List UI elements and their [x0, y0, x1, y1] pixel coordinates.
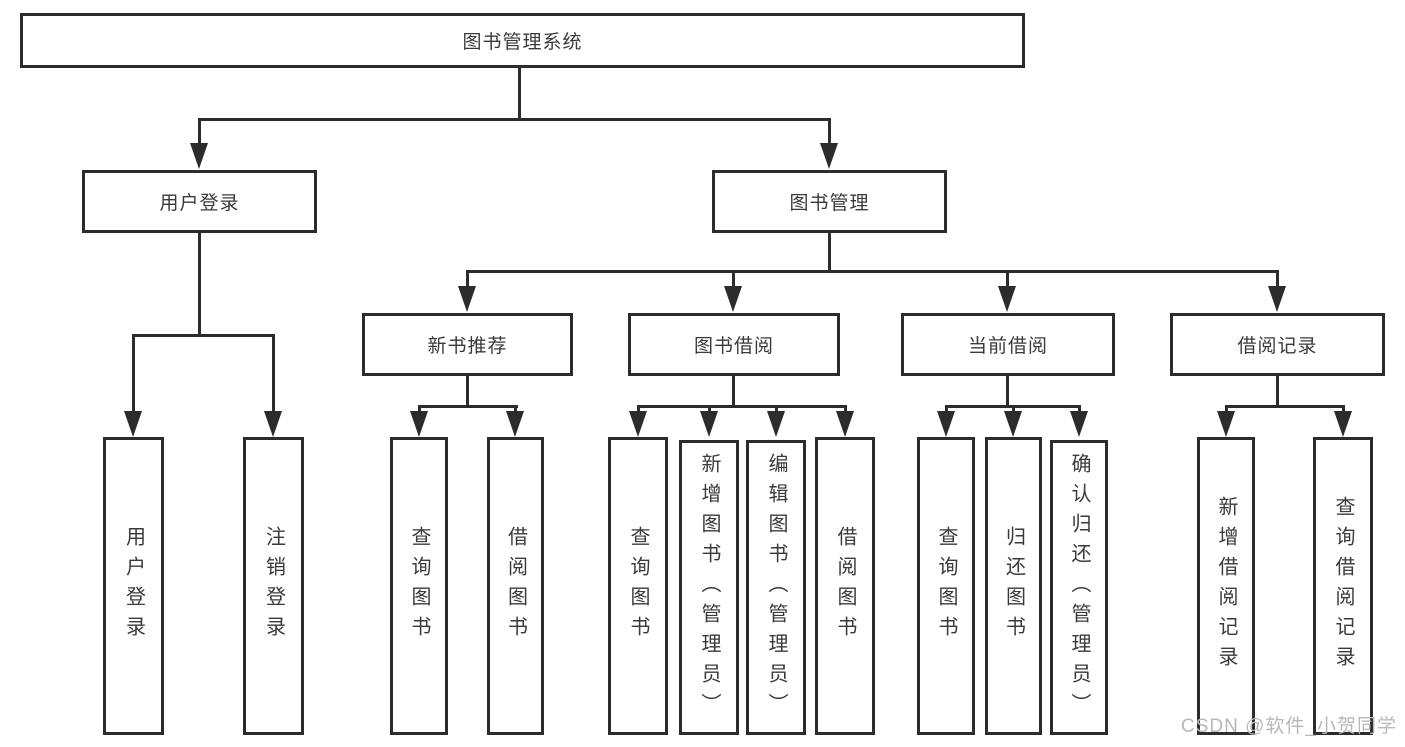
- connector-line: [732, 376, 735, 408]
- connector-line: [132, 334, 135, 414]
- leaf-edit-books-admin: 编辑图书（管理员）: [746, 440, 806, 735]
- node-label: 查询借阅记录: [1332, 496, 1354, 676]
- leaf-add-borrow-record: 新增借阅记录: [1197, 437, 1255, 735]
- leaf-return-books: 归还图书: [985, 437, 1042, 735]
- arrowhead-down: [700, 411, 718, 437]
- leaf-query-books-2: 查询图书: [608, 437, 668, 735]
- node-new-book-recommendation: 新书推荐: [362, 313, 573, 376]
- arrowhead-down: [1268, 286, 1286, 312]
- node-label: 图书管理: [789, 193, 870, 214]
- connector-line: [198, 118, 831, 121]
- arrowhead-down: [458, 286, 476, 312]
- node-label: 新书推荐: [427, 336, 508, 357]
- leaf-add-books-admin: 新增图书（管理员）: [679, 440, 739, 735]
- node-label: 查询图书: [408, 526, 430, 646]
- arrowhead-down: [629, 411, 647, 437]
- leaf-query-borrow-record: 查询借阅记录: [1313, 437, 1373, 735]
- node-library-management-system: 图书管理系统: [20, 13, 1025, 68]
- node-label: 新增借阅记录: [1215, 496, 1237, 676]
- arrowhead-down: [1217, 411, 1235, 437]
- connector-line: [1276, 270, 1279, 290]
- connector-line: [1276, 376, 1279, 408]
- node-label: 图书借阅: [693, 336, 774, 357]
- arrowhead-down: [724, 286, 742, 312]
- connector-line: [1006, 376, 1009, 408]
- connector-line: [198, 233, 201, 337]
- leaf-confirm-return-admin: 确认归还（管理员）: [1050, 440, 1108, 735]
- node-user-login: 用户登录: [82, 170, 317, 233]
- leaf-borrow-books-2: 借阅图书: [815, 437, 875, 735]
- connector-line: [198, 118, 201, 146]
- node-label: 当前借阅: [967, 336, 1048, 357]
- connector-line: [828, 233, 831, 273]
- leaf-user-login: 用户登录: [103, 437, 164, 735]
- node-label: 借阅图书: [504, 526, 527, 646]
- connector-line: [466, 270, 1279, 273]
- node-label: 借阅图书: [834, 526, 856, 646]
- csdn-watermark: CSDN @软件_小贺同学: [1181, 716, 1397, 737]
- node-label: 用户登录: [122, 526, 145, 646]
- connector-line: [466, 376, 469, 408]
- arrowhead-down: [264, 411, 282, 437]
- connector-line: [828, 118, 831, 146]
- connector-line: [132, 334, 275, 337]
- leaf-query-books-1: 查询图书: [390, 437, 448, 735]
- node-label: 编辑图书（管理员）: [765, 452, 787, 723]
- connector-line: [272, 334, 275, 414]
- arrowhead-down: [836, 411, 854, 437]
- node-label: 借阅记录: [1237, 336, 1318, 357]
- arrowhead-down: [410, 411, 428, 437]
- arrowhead-down: [506, 411, 524, 437]
- connector-line: [637, 405, 847, 408]
- connector-line: [466, 270, 469, 290]
- connector-line: [1225, 405, 1345, 408]
- node-label: 查询图书: [935, 526, 957, 646]
- node-label: 查询图书: [627, 526, 649, 646]
- connector-line: [418, 405, 518, 408]
- node-label: 图书管理系统: [462, 32, 583, 53]
- node-borrowing-records: 借阅记录: [1170, 313, 1385, 376]
- arrowhead-down: [937, 411, 955, 437]
- connector-line: [518, 66, 521, 121]
- node-label: 用户登录: [159, 193, 240, 214]
- arrowhead-down: [998, 286, 1016, 312]
- node-current-borrowing: 当前借阅: [901, 313, 1115, 376]
- node-book-management: 图书管理: [712, 170, 947, 233]
- arrowhead-down: [124, 411, 142, 437]
- connector-line: [732, 270, 735, 290]
- arrowhead-down: [1004, 411, 1022, 437]
- arrowhead-down: [820, 143, 838, 169]
- arrowhead-down: [1334, 411, 1352, 437]
- connector-line: [1006, 270, 1009, 290]
- node-label: 注销登录: [262, 526, 285, 646]
- leaf-query-books-3: 查询图书: [917, 437, 975, 735]
- arrowhead-down: [190, 143, 208, 169]
- node-label: 归还图书: [1002, 526, 1025, 646]
- node-book-borrowing: 图书借阅: [628, 313, 840, 376]
- arrowhead-down: [767, 411, 785, 437]
- leaf-logout: 注销登录: [243, 437, 304, 735]
- node-label: 确认归还（管理员）: [1068, 452, 1090, 723]
- node-label: 新增图书（管理员）: [698, 452, 720, 723]
- leaf-borrow-books-1: 借阅图书: [487, 437, 544, 735]
- arrowhead-down: [1070, 411, 1088, 437]
